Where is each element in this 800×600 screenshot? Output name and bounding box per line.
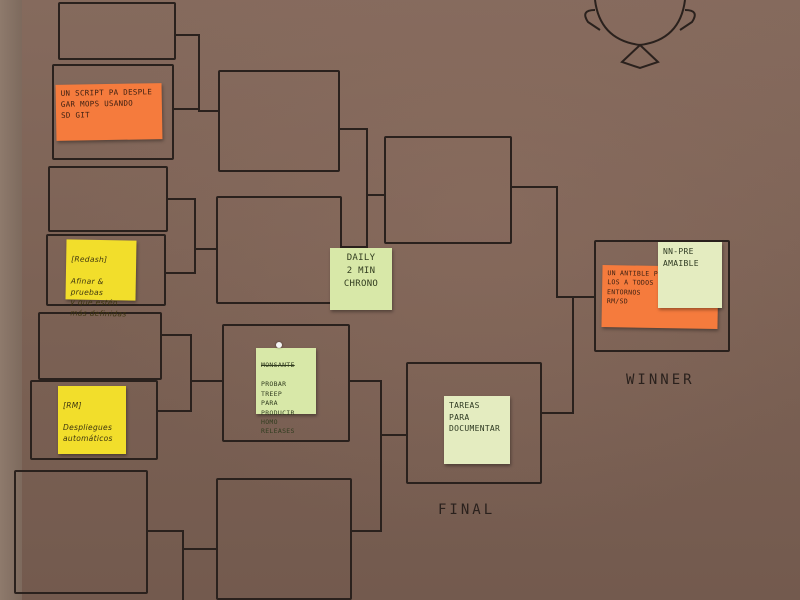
sticky-note-daily: DAILY 2 min CHRONO	[330, 248, 392, 310]
sticky-note-probar: MONSANTE PROBAR TREEP PARA PRODUCIR HOMO…	[256, 348, 316, 435]
sticky-note-nn-pre: NN-PRE AMAIBLE	[658, 242, 722, 308]
bracket-slot-r1-1	[58, 2, 176, 60]
bracket-slot-r1-3	[48, 166, 168, 232]
connector	[168, 198, 194, 200]
bracket-slot-r2-4	[216, 478, 352, 600]
sticky-note-despliegues: [RM] Despliegues automáticos	[58, 386, 126, 454]
connector	[366, 194, 384, 196]
connector	[352, 530, 382, 532]
bracket-slot-r1-5	[38, 312, 162, 380]
note-body: PROBAR TREEP PARA PRODUCIR HOMO RELEASES	[261, 380, 295, 436]
bracket-slot-r1-7	[14, 470, 148, 594]
connector	[572, 296, 574, 414]
connector	[198, 110, 220, 112]
connector	[350, 380, 380, 382]
connector	[340, 128, 368, 130]
bracket-slot-r2-2	[216, 196, 342, 304]
note-body: Afinar & pruebas y que estén más definid…	[70, 276, 127, 319]
bracket-slot-semi-1	[384, 136, 512, 244]
bracket-slot-r2-3	[222, 324, 350, 442]
connector	[366, 128, 368, 248]
note-title: MONSANTE	[261, 361, 295, 370]
connector	[556, 296, 596, 298]
sticky-note-redash: [Redash] Afinar & pruebas y que estén má…	[65, 239, 137, 319]
sticky-note-tareas: TAREAS PARA DOCUMENTAR	[444, 396, 510, 464]
final-label: FINAL	[438, 502, 496, 518]
connector	[198, 34, 200, 110]
connector	[158, 410, 190, 412]
bracket-slot-r1-6	[30, 380, 158, 460]
push-pin-icon	[276, 342, 282, 348]
connector	[512, 186, 556, 188]
connector	[166, 272, 194, 274]
connector	[162, 334, 190, 336]
connector	[556, 186, 558, 296]
connector	[182, 548, 218, 550]
trophy-drawing	[584, 0, 696, 70]
connector	[174, 34, 198, 36]
bracket-slot-r2-1	[218, 70, 340, 172]
connector	[182, 530, 184, 600]
connector	[380, 434, 408, 436]
bracket-slot-r1-4	[46, 234, 166, 306]
connector	[148, 530, 184, 532]
connector	[380, 380, 382, 532]
connector	[190, 334, 192, 412]
bracket-slot-semi-2	[406, 362, 542, 484]
bracket-slot-r1-2	[52, 64, 174, 160]
sticky-note-script: UN SCRIPT PA DESPLE GAR MOPS USANDO SD G…	[55, 83, 163, 141]
connector	[342, 246, 368, 248]
note-title: [RM]	[63, 400, 82, 410]
connector	[190, 380, 224, 382]
wall-edge	[0, 0, 22, 600]
connector	[194, 198, 196, 274]
winner-slot	[594, 240, 730, 352]
note-body: Despliegues automáticos	[63, 422, 113, 443]
connector	[194, 248, 218, 250]
connector	[174, 108, 198, 110]
connector	[542, 412, 574, 414]
note-title: [Redash]	[71, 254, 108, 264]
winner-label: WINNER	[626, 372, 695, 388]
